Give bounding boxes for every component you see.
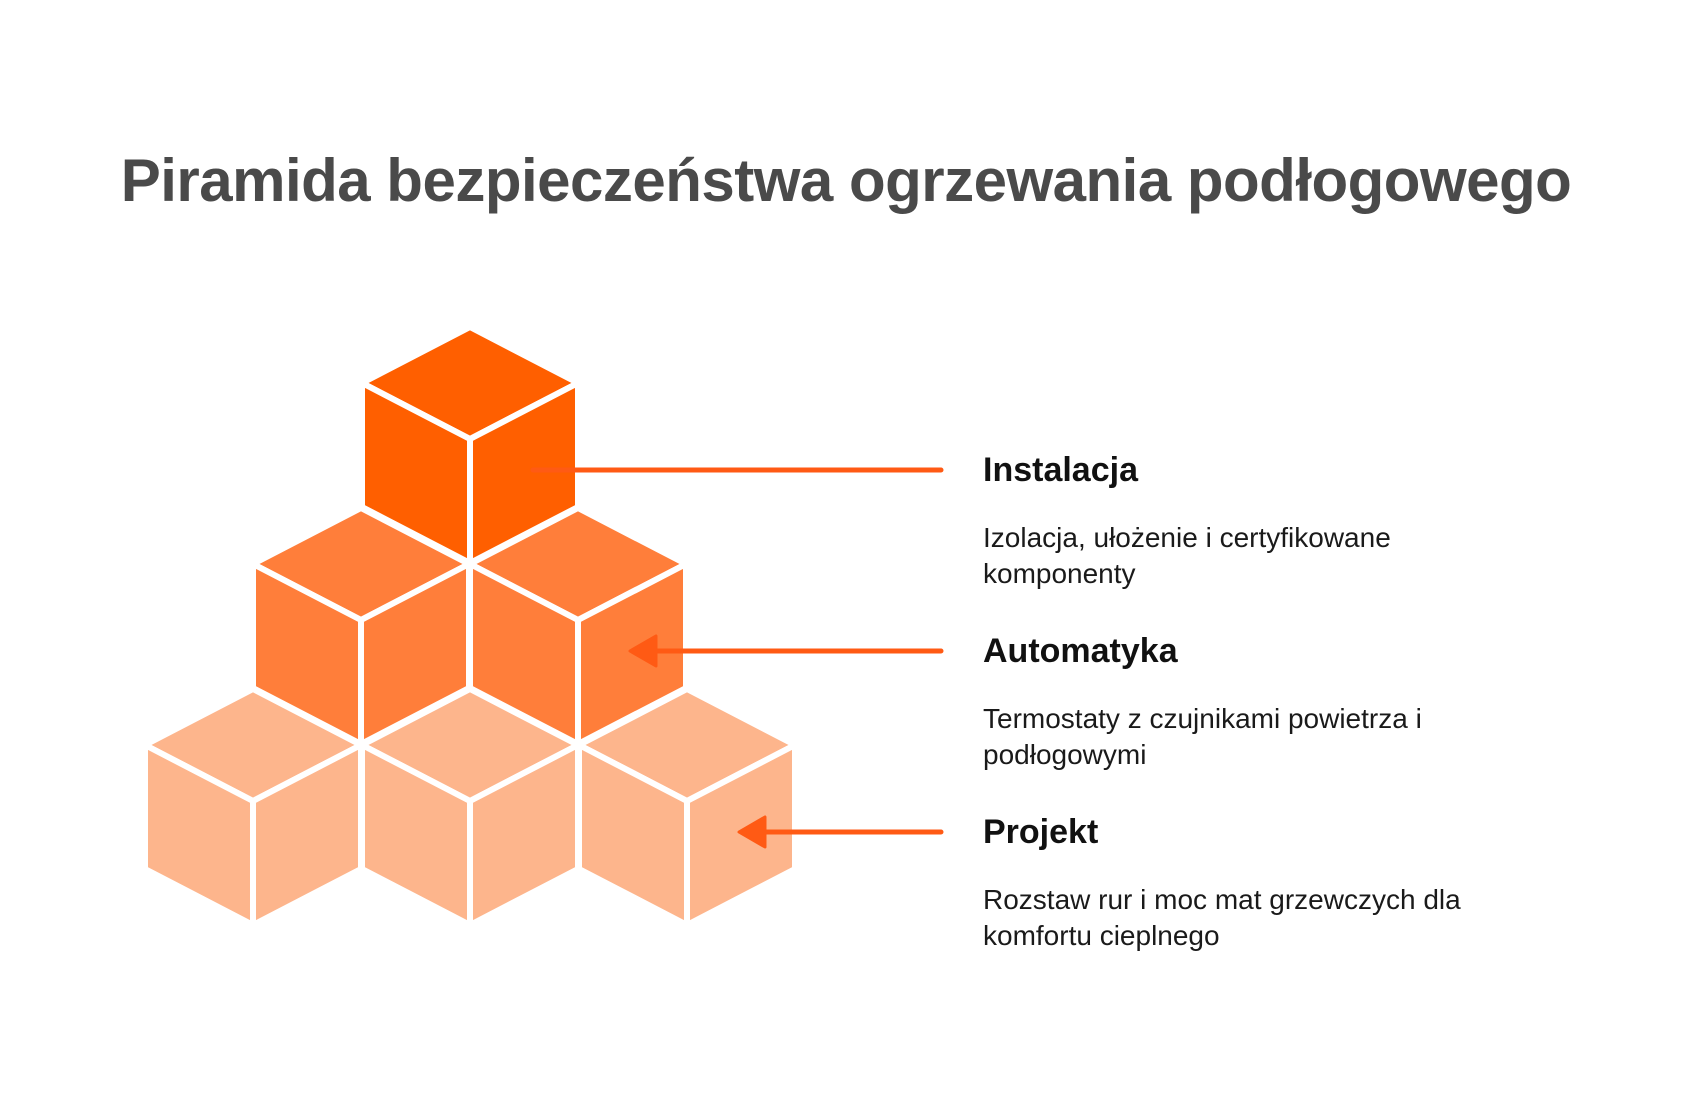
level-description: Termostaty z czujnikami powietrza i podł… bbox=[983, 703, 1422, 770]
arrow-left-icon bbox=[737, 815, 767, 849]
connector-automatyka bbox=[628, 634, 944, 668]
cube-bottom-1 bbox=[142, 686, 364, 928]
diagram-title: Piramida bezpieczeństwa ogrzewania podło… bbox=[120, 147, 1572, 214]
level-description: Rozstaw rur i moc mat grzewczych dla kom… bbox=[983, 884, 1461, 951]
cube-top bbox=[359, 324, 581, 566]
level-projekt: Projekt Rozstaw rur i moc mat grzewczych… bbox=[983, 812, 1543, 954]
level-automatyka: Automatyka Termostaty z czujnikami powie… bbox=[983, 631, 1543, 773]
arrow-left-icon bbox=[628, 634, 658, 668]
level-title: Projekt bbox=[983, 813, 1099, 851]
level-instalacja: Instalacja Izolacja, ułożenie i certyfik… bbox=[983, 450, 1543, 592]
level-description: Izolacja, ułożenie i certyfikowane kompo… bbox=[983, 522, 1391, 589]
connector-projekt bbox=[737, 815, 944, 849]
level-title: Automatyka bbox=[983, 632, 1178, 670]
cube-bottom-3 bbox=[576, 686, 798, 928]
level-title: Instalacja bbox=[983, 451, 1138, 489]
